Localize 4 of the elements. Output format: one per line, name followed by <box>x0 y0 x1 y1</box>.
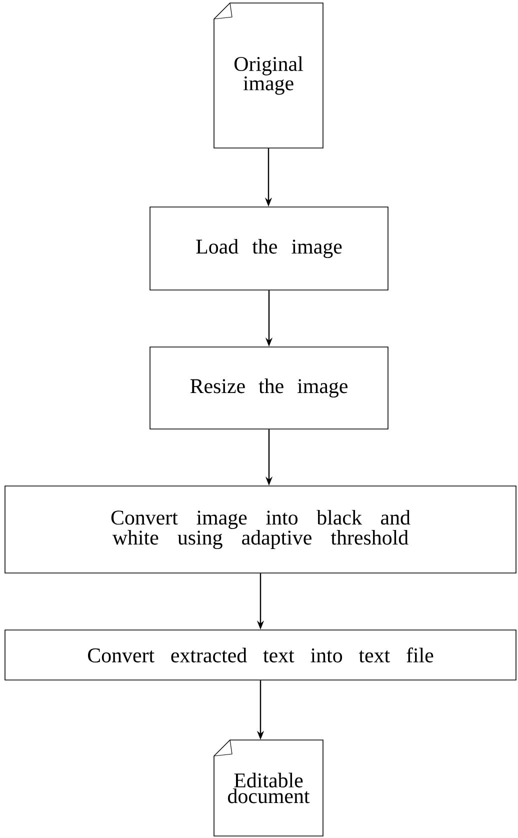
process-box: Convert extracted text into text file <box>4 630 516 680</box>
process-box: Convert image into black and white using adaptive threshold <box>4 486 516 574</box>
process-box: Resize the image <box>150 346 388 430</box>
process-box: Load the image <box>150 206 388 290</box>
